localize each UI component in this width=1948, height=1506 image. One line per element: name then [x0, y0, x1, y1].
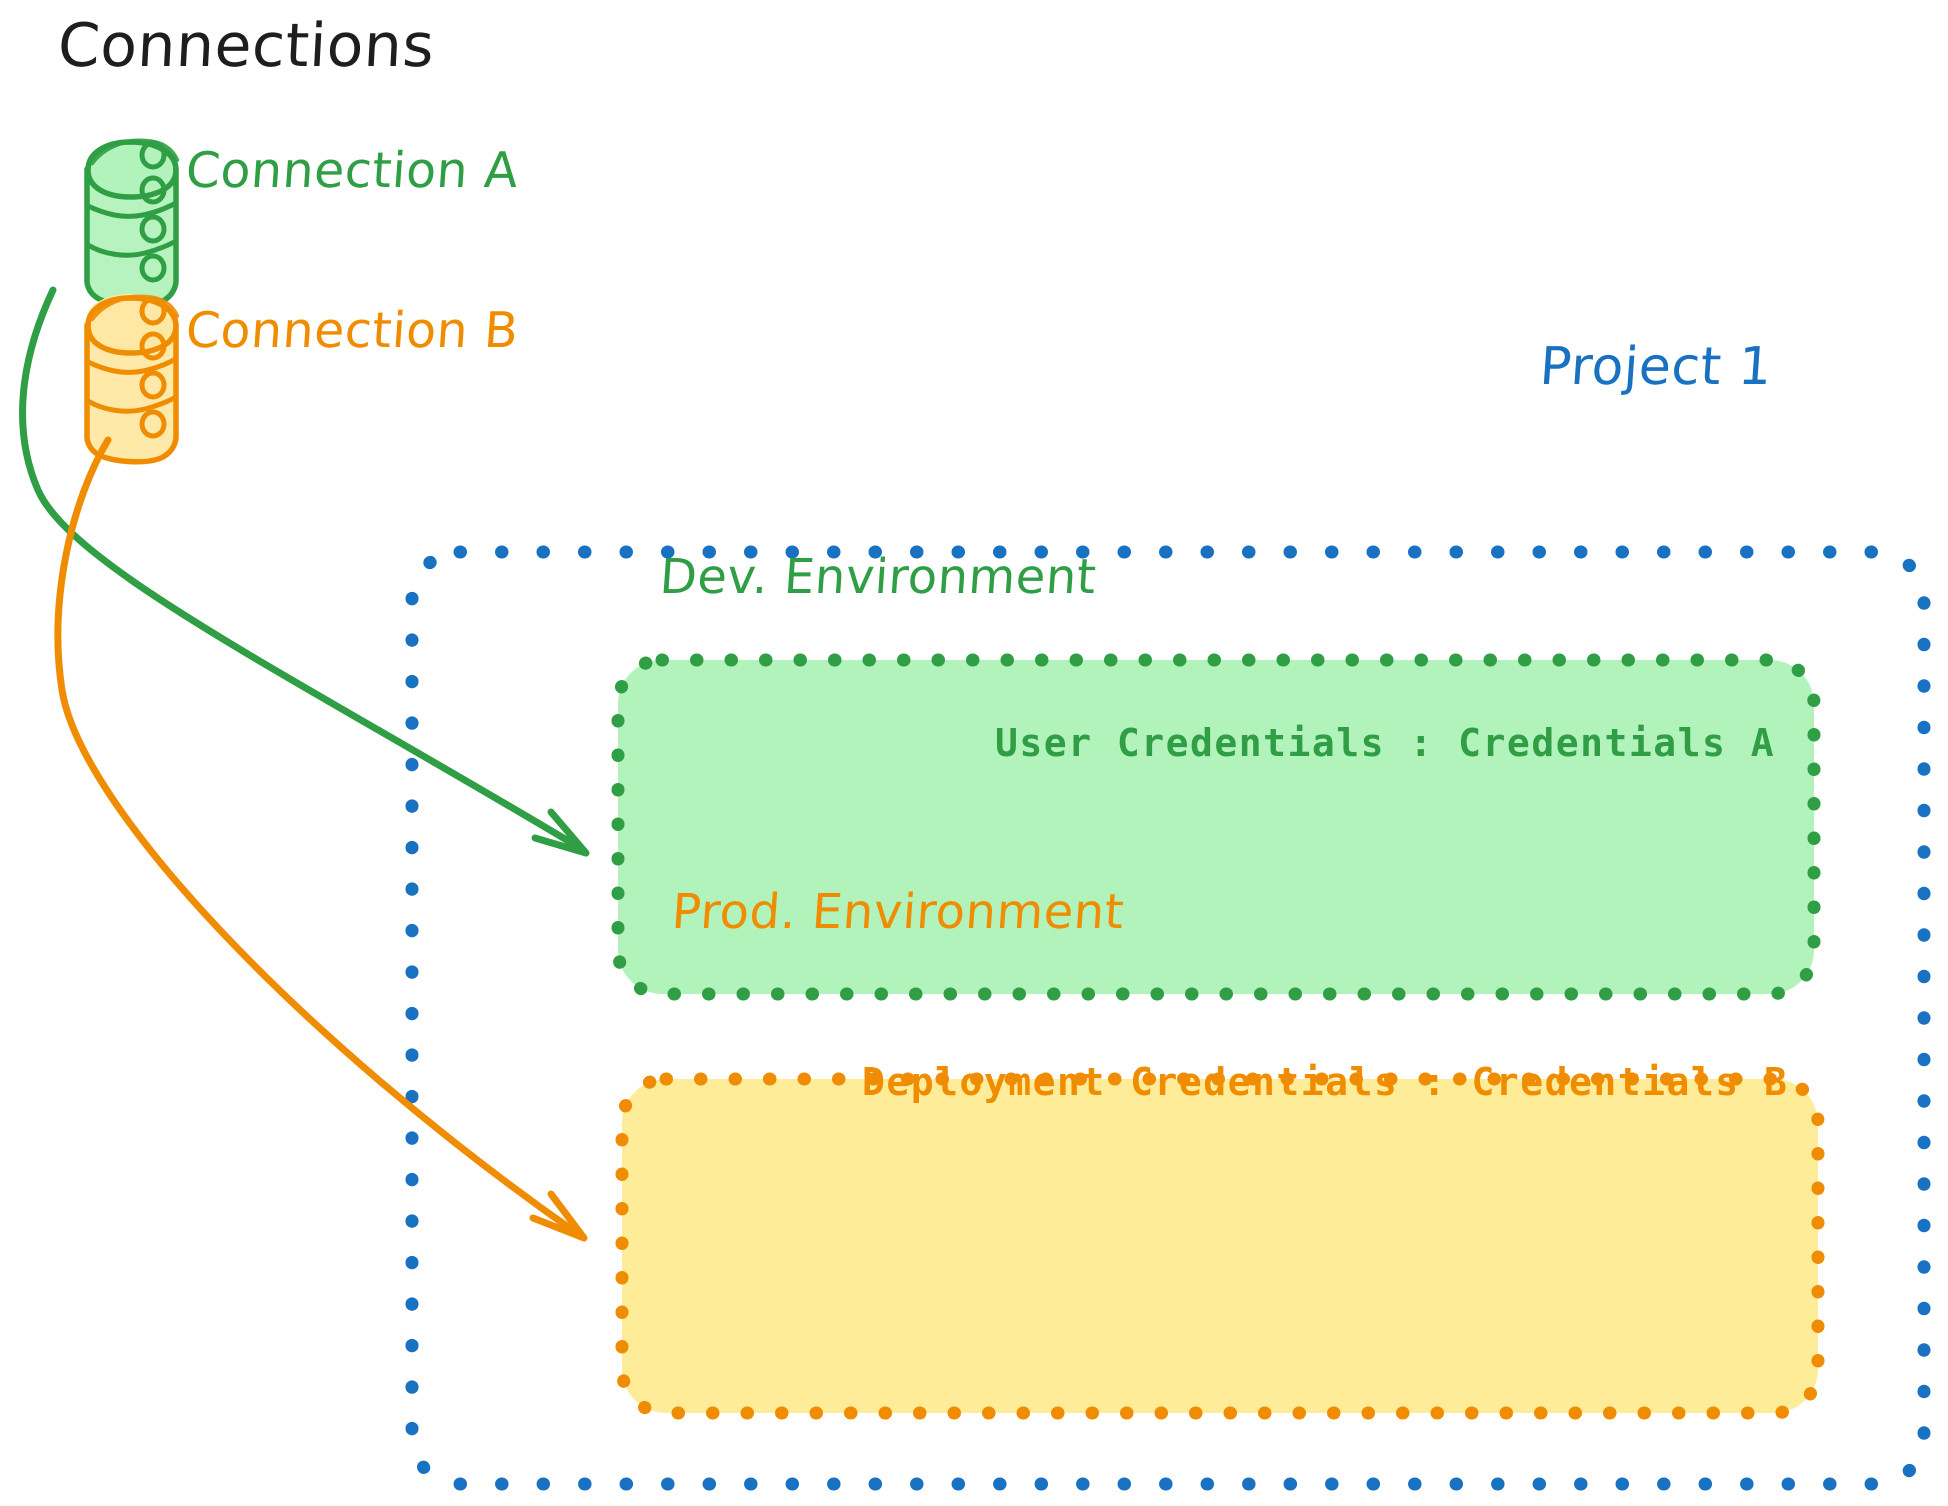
- db-b-led-1: [139, 296, 167, 326]
- arrow-connection-b-to-prod: [54, 436, 588, 1242]
- project-container[interactable]: [405, 545, 1931, 1491]
- arrow-green-head: [531, 808, 590, 857]
- prod-environment-credentials: Deployment Credentials : Credentials B: [862, 1060, 1789, 1104]
- connection-a-label[interactable]: Connection A: [184, 142, 521, 199]
- db-a-divider-2: [85, 238, 179, 258]
- prod-environment-fill: [622, 1079, 1818, 1413]
- project-title: Project 1: [1537, 337, 1775, 397]
- prod-environment-title: Prod. Environment: [670, 884, 1127, 940]
- prod-environment-box[interactable]: [615, 1072, 1825, 1420]
- db-a-led-4: [139, 253, 167, 283]
- db-b-led-4: [139, 409, 167, 439]
- project-dotted-border: [405, 545, 1931, 1491]
- db-a-led-3: [139, 214, 167, 244]
- db-b-sketch-arc: [89, 294, 180, 322]
- connection-a-database-cylinder-icon[interactable]: [84, 138, 180, 309]
- connection-b-label[interactable]: Connection B: [184, 302, 521, 359]
- arrow-orange-path: [54, 436, 582, 1238]
- arrow-orange-head: [529, 1190, 588, 1242]
- db-b-led-3: [139, 370, 167, 400]
- dev-environment-credentials: User Credentials : Credentials A: [995, 721, 1776, 765]
- db-a-led-2: [139, 175, 167, 205]
- page-title: Connections: [56, 11, 437, 81]
- db-b-led-2: [139, 331, 167, 361]
- prod-environment-dotted-border: [615, 1072, 1825, 1420]
- dev-environment-box[interactable]: [611, 653, 1821, 1001]
- connection-b-database-cylinder-icon[interactable]: [84, 294, 180, 465]
- dev-environment-dotted-border: [611, 653, 1821, 1001]
- dev-environment-title: Dev. Environment: [658, 549, 1099, 605]
- db-a-divider-1: [85, 200, 179, 219]
- db-a-led-1: [139, 140, 167, 170]
- dev-environment-fill: [618, 660, 1814, 994]
- db-b-divider-1: [85, 356, 179, 375]
- db-b-divider-2: [85, 394, 179, 414]
- db-a-sketch-arc: [89, 138, 180, 166]
- db-b-body-outline: [84, 322, 179, 465]
